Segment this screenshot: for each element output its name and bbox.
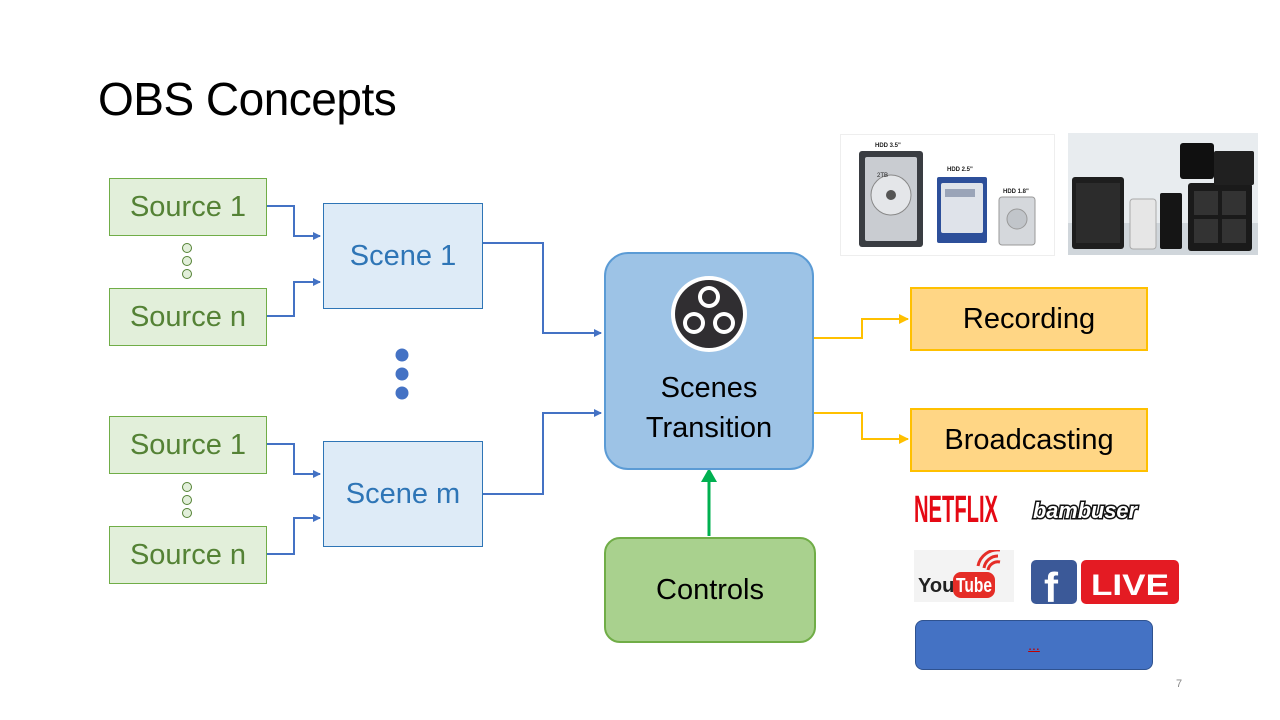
bambuser-wordmark: bambuser xyxy=(1033,498,1138,523)
more-platforms-link[interactable]: ... xyxy=(915,620,1153,670)
slide-title: OBS Concepts xyxy=(98,73,397,125)
youtube-you-text: You xyxy=(918,575,954,597)
hdd-label-18: HDD 1.8" xyxy=(1003,189,1029,195)
wire-scene1-transition xyxy=(482,242,602,337)
hdd-label-35: HDD 3.5" xyxy=(875,143,901,149)
source-1-box: Source 1 xyxy=(109,178,267,236)
facebook-live-logo: f LIVE xyxy=(1031,558,1181,611)
bambuser-logo: bambuser xyxy=(1030,496,1140,529)
ellipsis-sources-group2 xyxy=(182,482,192,518)
wire-source1-scenem xyxy=(267,443,321,478)
source-1-box-group2: Source 1 xyxy=(109,416,267,474)
source-n-box: Source n xyxy=(109,288,267,346)
facebook-f-glyph: f xyxy=(1044,564,1059,606)
wire-transition-recording xyxy=(814,314,909,339)
youtube-logo: You Tube xyxy=(914,548,1014,602)
hdd-label-25: HDD 2.5" xyxy=(947,167,973,173)
scene-1-box: Scene 1 xyxy=(323,203,483,309)
obs-logo-icon xyxy=(671,276,747,352)
transition-label-line1: Scenes xyxy=(660,372,758,404)
wire-sourcen-scenem xyxy=(267,514,321,555)
ellipsis-sources-group1 xyxy=(182,243,192,279)
scene-m-box: Scene m xyxy=(323,441,483,547)
source-n-box-group2: Source n xyxy=(109,526,267,584)
arrowhead-controls xyxy=(701,468,717,482)
controls-box: Controls xyxy=(604,537,816,643)
broadcasting-box: Broadcasting xyxy=(910,408,1148,472)
wire-source1-scene1 xyxy=(267,205,321,240)
facebook-live-text: LIVE xyxy=(1091,569,1169,602)
ellipsis-scenes xyxy=(395,348,409,400)
recording-box: Recording xyxy=(910,287,1148,351)
netflix-logo: NETFLIX xyxy=(914,486,1000,533)
youtube-tube-text: Tube xyxy=(956,575,992,597)
transition-label-line2: Transition xyxy=(645,412,773,444)
wire-transition-broadcasting xyxy=(814,412,909,444)
hdd-capacity: 2TB xyxy=(877,173,888,179)
wire-scenem-transition xyxy=(482,409,602,495)
scenes-transition-box: Scenes Transition xyxy=(604,252,814,470)
netflix-wordmark: NETFLIX xyxy=(914,489,998,528)
page-number: 7 xyxy=(1176,678,1183,690)
nas-photo xyxy=(1068,133,1258,255)
hdd-photo: HDD 3.5" 2TB HDD 2.5" HDD 1.8" xyxy=(840,134,1055,256)
wire-sourcen-scene1 xyxy=(267,278,321,317)
